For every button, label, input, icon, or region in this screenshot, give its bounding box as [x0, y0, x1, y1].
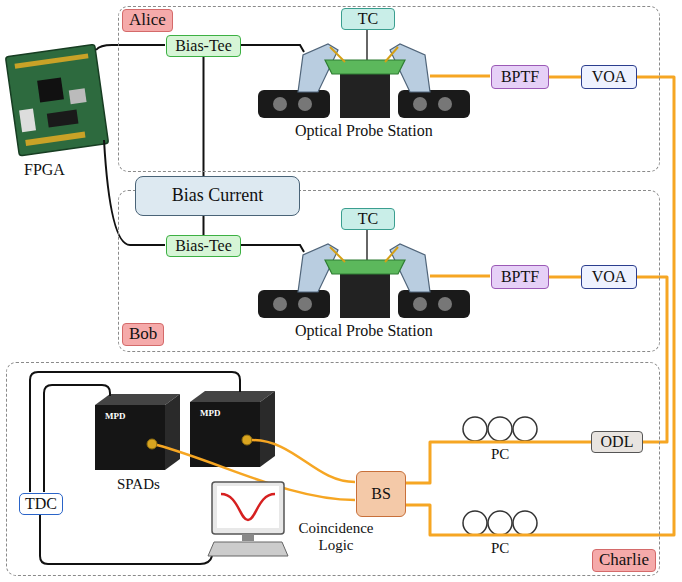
coil: [463, 511, 487, 535]
fiber-coils: [463, 417, 537, 535]
fiber-connector: [406, 77, 674, 535]
probe-needle: [385, 47, 398, 62]
probe-station: [240, 228, 490, 318]
fiber-connector: [147, 439, 157, 449]
box-label: VOA: [592, 68, 627, 86]
spad-side: [165, 394, 180, 470]
tc-box: TC: [341, 8, 395, 30]
computer-icon: [208, 482, 288, 556]
fiber-connector: [549, 76, 581, 79]
box-label: BPTF: [501, 268, 539, 286]
attenuator-box: VOA: [581, 65, 637, 89]
bias-tee-box: Bias-Tee: [166, 35, 241, 57]
tc-box: TC: [341, 208, 395, 230]
spad-detector: [190, 391, 275, 467]
fpga-connector: [19, 109, 36, 133]
wire-connector: [203, 57, 205, 176]
filter-box: BPTF: [491, 265, 549, 289]
spad-detector: [95, 394, 180, 470]
box-label: TC: [358, 210, 378, 228]
spad-front: [190, 402, 260, 467]
box-label: Bias-Tee: [175, 237, 232, 255]
cable: [40, 514, 212, 564]
fpga-header: [25, 132, 85, 146]
fpga-pcb: [5, 44, 108, 156]
keyboard: [208, 542, 288, 556]
stage-pedestal: [340, 72, 390, 118]
fiber: [430, 75, 490, 78]
coil: [513, 511, 537, 535]
fpga-chip: [37, 77, 64, 102]
probe-station: [240, 28, 490, 118]
region-label: Bob: [122, 323, 164, 346]
spad-front: [95, 405, 165, 470]
component-label: PC: [491, 540, 509, 557]
monitor: [212, 482, 284, 534]
delay-line-box: ODL: [591, 431, 643, 453]
box-label: ODL: [601, 433, 634, 451]
fiber: [252, 440, 355, 482]
wire: [366, 28, 368, 60]
device-label: Optical Probe Station: [295, 122, 433, 140]
fpga-chip: [47, 110, 79, 128]
coil: [488, 417, 512, 441]
coincidence-dip: [221, 494, 275, 520]
region-label: Charlie: [592, 549, 656, 572]
wire: [96, 45, 165, 50]
probe-needle: [330, 47, 345, 62]
box-label: TDC: [25, 495, 57, 513]
knob: [438, 97, 452, 111]
wire: [240, 45, 304, 52]
component-label: PC: [491, 446, 509, 463]
device-label: SPADs: [117, 476, 160, 493]
tdc-box: TDC: [19, 493, 63, 515]
filter-box: BPTF: [491, 65, 549, 89]
screen: [217, 486, 279, 528]
monitor-stand: [242, 534, 254, 541]
manipulator-base: [398, 90, 470, 118]
knob: [273, 97, 287, 111]
box-label: Bias-Tee: [175, 37, 232, 55]
box-label: BS: [371, 485, 391, 503]
coil: [513, 417, 537, 441]
wire-connector: [203, 216, 205, 235]
fpga-header: [15, 53, 89, 68]
bias-tee-box: Bias-Tee: [166, 235, 241, 257]
fiber-connector: [549, 276, 581, 279]
beam-splitter-box: BS: [356, 471, 406, 517]
cable: [30, 372, 240, 492]
knob: [298, 97, 312, 111]
device-label: FPGA: [24, 161, 65, 179]
fiber-connector: [637, 277, 667, 442]
region-box: AliceBias-Tee TC BPTF VOA: [118, 6, 660, 172]
attenuator-box: VOA: [581, 265, 637, 289]
fpga-board: [5, 44, 108, 156]
coil: [463, 417, 487, 441]
cable: [44, 385, 110, 492]
fpga-chip: [69, 88, 87, 104]
box-label: VOA: [592, 268, 627, 286]
spad-side: [260, 391, 275, 467]
bias-current-box: Bias Current: [135, 176, 300, 216]
box-label: Bias Current: [172, 186, 264, 206]
box-label: TC: [358, 10, 378, 28]
fiber-connector: [406, 442, 591, 483]
coil: [488, 511, 512, 535]
region-label: Alice: [122, 9, 173, 32]
box-label: BPTF: [501, 68, 539, 86]
logo-text: MPD: [200, 408, 221, 418]
device-label: Optical Probe Station: [295, 322, 433, 340]
manipulator-base: [258, 90, 330, 118]
logo-text: MPD: [105, 411, 126, 421]
device-label: Coincidence Logic: [291, 520, 381, 555]
knob: [413, 97, 427, 111]
fiber-connector: [242, 435, 252, 445]
chip: [325, 60, 405, 74]
